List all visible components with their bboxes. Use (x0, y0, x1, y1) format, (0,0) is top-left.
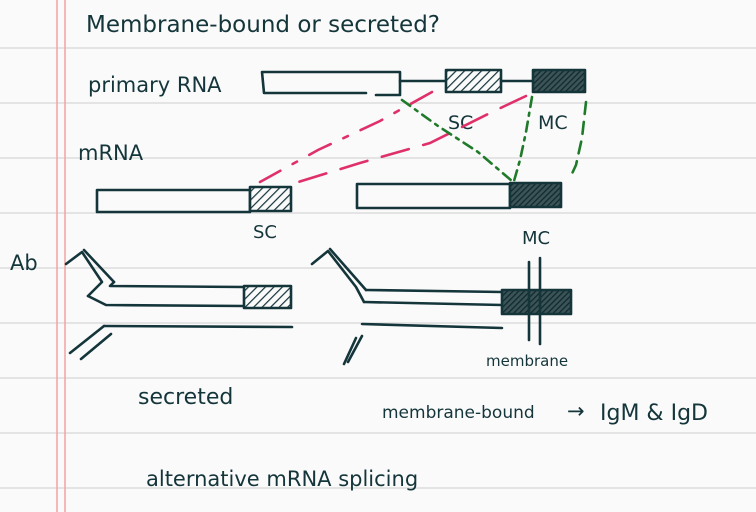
secreted-label: secreted (138, 385, 233, 410)
mrna-label: mRNA (78, 141, 144, 165)
secreted-antibody-lower-arm-inner (79, 332, 113, 361)
pink-splice-lines (258, 90, 528, 186)
green-splice-lines (400, 95, 588, 183)
primary-rna-label: primary RNA (88, 73, 222, 97)
primary-rna-sc-segment (444, 68, 503, 94)
sc-label-top: SC (448, 112, 473, 134)
primary-rna-mc-segment (531, 68, 587, 94)
secreted-antibody-heavy-chain-top (108, 280, 246, 289)
igm-igd-label: IgM & IgD (600, 401, 708, 426)
sc-label-mrna: SC (253, 222, 277, 243)
secreted-antibody-arm-outer (64, 250, 104, 298)
margin-lines (56, 0, 66, 512)
membrane-antibody-lower-arm-inner (342, 336, 358, 366)
membrane-antibody-arm-outer (310, 249, 366, 304)
mrna-mc-diagram (355, 181, 563, 210)
secreted-antibody-light-chain (102, 324, 294, 329)
membrane-antibody-mc-tail (500, 288, 573, 316)
secreted-antibody-lower-arm (68, 324, 106, 355)
membrane-antibody-diagram (310, 247, 573, 366)
mrna-sc-diagram (95, 185, 293, 214)
membrane-antibody-light-chain (360, 322, 504, 330)
ab-label: Ab (10, 251, 38, 275)
title-text: Membrane-bound or secreted? (86, 12, 440, 38)
mc-label-mrna: MC (522, 228, 550, 249)
secreted-antibody-arm-inner (82, 248, 116, 284)
green-splice-line-3 (568, 100, 588, 180)
primary-rna-exon-box (260, 70, 402, 97)
membrane-bound-label: membrane-bound (382, 403, 535, 423)
mrna-sc-segment (248, 185, 293, 213)
membrane-antibody-heavy-chain-bottom (362, 300, 504, 307)
membrane-antibody-heavy-chain-top (364, 288, 504, 294)
pink-splice-line-1 (258, 90, 434, 184)
mrna-mc-segment (508, 181, 563, 209)
secreted-antibody-diagram (64, 248, 294, 361)
secreted-antibody-sc-tail (242, 284, 293, 310)
membrane-label: membrane (486, 352, 568, 370)
primary-rna-diagram (260, 68, 587, 97)
green-splice-line-2 (512, 95, 534, 183)
membrane-antibody-lower-arm (346, 334, 364, 364)
membrane-antibody-arm-inner (328, 247, 368, 292)
bottom-note: alternative mRNA splicing (146, 467, 418, 491)
pink-splice-line-2 (290, 94, 528, 186)
green-splice-line-1 (400, 98, 514, 183)
mrna-sc-exon-box (95, 188, 252, 214)
arrow-symbol: → (567, 399, 585, 423)
secreted-antibody-heavy-chain-bottom (86, 294, 246, 308)
mrna-mc-exon-box (355, 182, 512, 210)
mc-label-top: MC (538, 112, 568, 134)
